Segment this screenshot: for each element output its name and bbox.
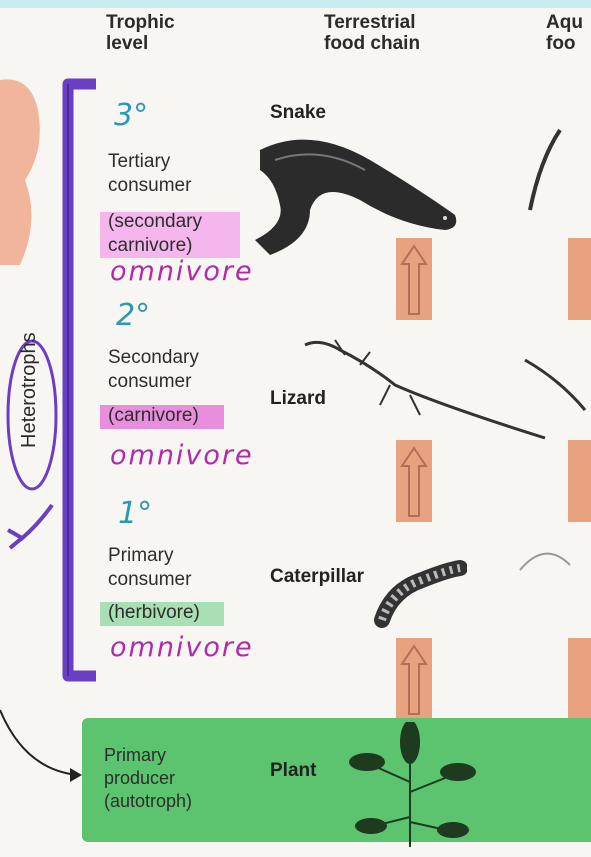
lizard-illustration bbox=[300, 330, 550, 445]
snake-illustration bbox=[250, 130, 465, 265]
primary-omnivore-note: omnivore bbox=[110, 632, 254, 663]
snake-label: Snake bbox=[270, 102, 326, 124]
aquatic-arrow-2 bbox=[568, 440, 591, 522]
plant-illustration bbox=[335, 722, 485, 852]
secondary-carnivore-label: (secondary carnivore) bbox=[108, 210, 202, 258]
secondary-mark: 2° bbox=[116, 298, 150, 333]
tertiary-mark: 3° bbox=[114, 98, 148, 133]
primary-producer-label: Primary producer (autotroph) bbox=[104, 744, 192, 813]
tertiary-consumer-label: Tertiary consumer bbox=[108, 150, 191, 198]
caterpillar-illustration bbox=[372, 560, 467, 635]
energy-arrow-caterpillar bbox=[396, 638, 432, 720]
plant-label: Plant bbox=[270, 760, 316, 782]
header-aquatic-food-chain: Aqu foo bbox=[546, 12, 583, 54]
primary-consumer-label: Primary consumer bbox=[108, 544, 191, 592]
secondary-consumer-label: Secondary consumer bbox=[108, 346, 199, 394]
energy-arrow-lizard bbox=[396, 440, 432, 522]
top-edge-band bbox=[0, 0, 591, 8]
header-terrestrial-food-chain: Terrestrial food chain bbox=[324, 12, 420, 54]
aquatic-arrow-3 bbox=[568, 638, 591, 720]
heterotrophs-label: Heterotrophs bbox=[18, 384, 46, 448]
secondary-omnivore-note: omnivore bbox=[110, 440, 254, 471]
carnivore-label: (carnivore) bbox=[108, 404, 199, 428]
herbivore-label: (herbivore) bbox=[108, 601, 200, 625]
caterpillar-label: Caterpillar bbox=[270, 566, 364, 588]
energy-arrow-snake bbox=[396, 238, 432, 320]
primary-mark: 1° bbox=[118, 496, 152, 531]
header-trophic-level: Trophic level bbox=[106, 12, 175, 54]
tertiary-omnivore-note: omnivore bbox=[110, 256, 254, 287]
aquatic-arrow-1 bbox=[568, 238, 591, 320]
